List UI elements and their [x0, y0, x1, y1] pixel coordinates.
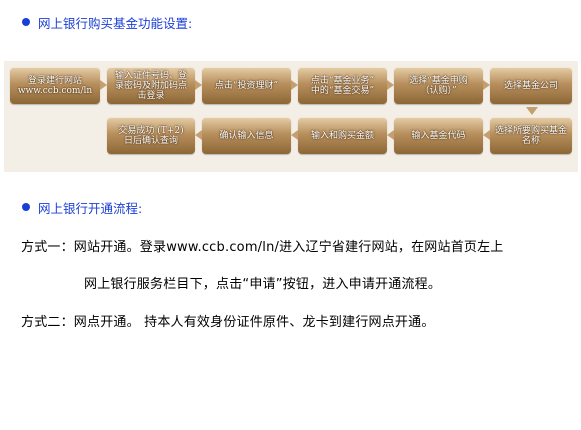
flow-step-enter-credentials: 输入证件号码、登 录密码及附加码点 击登录: [107, 67, 195, 104]
flow-step-enter-amount: 输入和购买金额: [298, 117, 387, 154]
arrow-left-icon: [387, 130, 394, 140]
flow-step-label: 点击“投资理财”: [214, 80, 279, 91]
bullet-icon: [22, 203, 30, 211]
section-heading-text: 网上银行购买基金功能设置:: [38, 15, 193, 31]
flow-step-label: 确认输入信息: [219, 130, 274, 141]
flow-step-select-fund-name: 选择所要购买基金 名称: [490, 117, 572, 154]
flow-step-label: 输入证件号码、登 录密码及附加码点 击登录: [114, 70, 187, 101]
fund-purchase-flowchart: 登录建行网站 www.ccb.com/ln 输入证件号码、登 录密码及附加码点 …: [4, 61, 578, 172]
flow-step-label: 输入和购买金额: [310, 130, 374, 141]
flow-step-fund-trading: 点击“基金业务” 中的“基金交易”: [298, 67, 387, 104]
flow-step-investment: 点击“投资理财”: [202, 67, 291, 104]
arrow-right-icon: [483, 80, 490, 90]
flow-step-confirm-info: 确认输入信息: [202, 117, 291, 154]
section-heading-account-opening: 网上银行开通流程:: [22, 199, 143, 216]
section-heading-fund-purchase: 网上银行购买基金功能设置:: [22, 14, 193, 31]
arrow-right-icon: [195, 80, 202, 90]
flow-step-label: 交易成功 (T+2) 日后确认查询: [118, 125, 184, 146]
flow-step-label: 选择所要购买基金 名称: [494, 125, 567, 146]
bullet-icon: [22, 18, 30, 26]
arrow-right-icon: [387, 80, 394, 90]
arrow-down-icon: [526, 107, 538, 115]
flow-step-login-website: 登录建行网站 www.ccb.com/ln: [10, 67, 100, 104]
flow-step-enter-fund-code: 输入基金代码: [394, 117, 483, 154]
arrow-left-icon: [291, 130, 298, 140]
arrow-left-icon: [483, 130, 490, 140]
flow-step-select-fund-company: 选择基金公司: [490, 67, 572, 104]
method-one-line: 方式一：网站开通。登录www.ccb.com/ln/进入辽宁省建行网站，在网站首…: [21, 240, 504, 255]
flow-step-transaction-success: 交易成功 (T+2) 日后确认查询: [107, 117, 195, 154]
arrow-right-icon: [100, 80, 107, 90]
flow-step-fund-subscription: 选择“基金申购 （认购）”: [394, 67, 483, 104]
flow-step-label: 选择“基金申购 （认购）”: [409, 75, 468, 96]
arrow-right-icon: [291, 80, 298, 90]
method-one-continuation: 网上银行服务栏目下，点击“申请”按钮，进入申请开通流程。: [84, 277, 442, 292]
arrow-left-icon: [195, 130, 202, 140]
section-heading-text: 网上银行开通流程:: [38, 200, 143, 216]
flow-step-label: 登录建行网站 www.ccb.com/ln: [17, 75, 93, 96]
flow-step-label: 选择基金公司: [503, 80, 558, 91]
flow-step-label: 点击“基金业务” 中的“基金交易”: [310, 75, 375, 96]
flow-step-label: 输入基金代码: [411, 130, 466, 141]
method-two-line: 方式二：网点开通。 持本人有效身份证件原件、龙卡到建行网点开通。: [21, 315, 435, 330]
